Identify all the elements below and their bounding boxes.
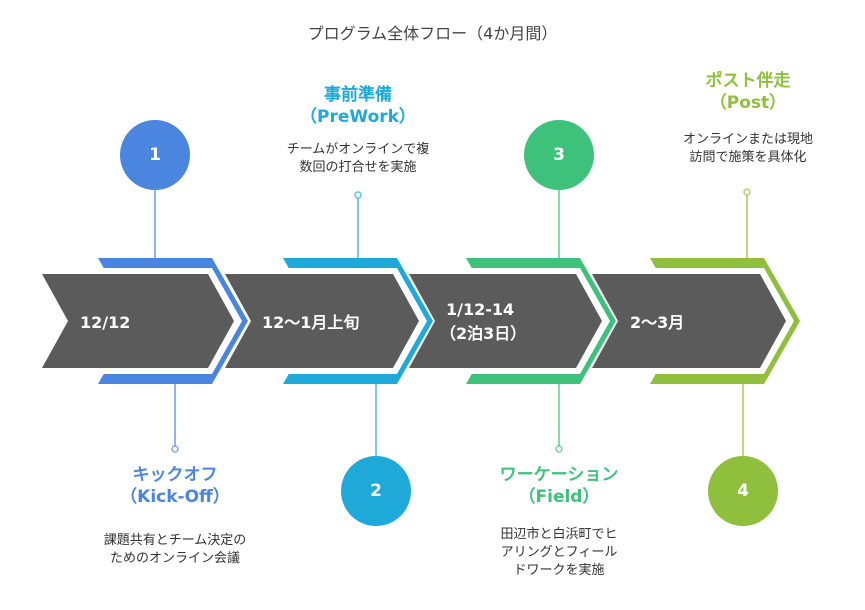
step-number-4: 4 — [708, 456, 778, 526]
phase-1-title-line1: キックオフ — [132, 465, 218, 485]
phase-3-title-line1: ワーケーション — [499, 465, 619, 485]
arrow-phase-1 — [42, 274, 234, 368]
phase-3-description: 田辺市と白浜町でヒ アリングとフィール ドワークを実施 — [500, 527, 618, 578]
date-phase-2: 12〜1月上旬 — [262, 313, 360, 332]
phase-1-title-line2: （Kick-Off） — [120, 487, 230, 507]
step-number-1: 1 — [120, 120, 190, 190]
phase-2-title: 事前準備 （PreWork） — [280, 84, 436, 128]
phase-2-description: チームがオンラインで複 数回の打合せを実施 — [286, 142, 430, 175]
page-title: プログラム全体フロー（4か月間） — [307, 24, 558, 43]
phase-1-title: キックオフ （Kick-Off） — [95, 464, 255, 508]
phase-4-title-line1: ポスト伴走 — [705, 71, 791, 91]
phase-4-title-line2: （Post） — [709, 93, 787, 113]
date-phase-4: 2〜3月 — [630, 313, 685, 332]
step-number-3: 3 — [524, 120, 594, 190]
phase-3-title: ワーケーション （Field） — [474, 464, 644, 508]
date-phase-3-line1: 1/12-14 — [446, 300, 515, 319]
date-phase-1: 12/12 — [80, 313, 131, 332]
phase-1-description: 課題共有とチーム決定の ためのオンライン会議 — [103, 533, 247, 566]
phase-4-description: オンラインまたは現地 訪問で施策を具体化 — [682, 132, 813, 165]
phase-4-title: ポスト伴走 （Post） — [670, 70, 826, 114]
arrow-phase-4 — [592, 274, 786, 368]
arrow-phase-3 — [409, 274, 602, 368]
step-number-2: 2 — [341, 456, 411, 526]
phase-3-title-line2: （Field） — [518, 487, 600, 507]
phase-2-title-line1: 事前準備 — [324, 85, 392, 105]
date-phase-3-line2: （2泊3日） — [440, 324, 527, 343]
arrow-phase-2 — [225, 274, 419, 368]
phase-2-title-line2: （PreWork） — [300, 107, 416, 127]
